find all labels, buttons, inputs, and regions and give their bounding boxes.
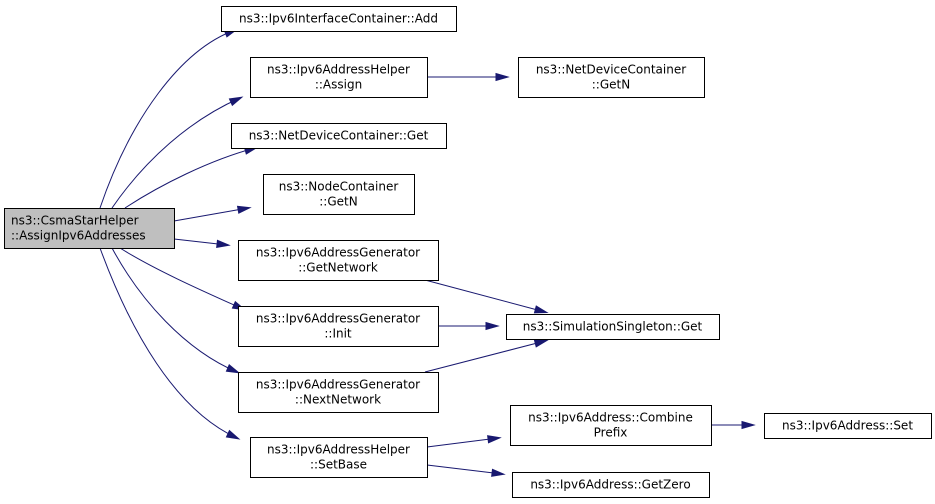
edge-root-to-ag_next: [111, 247, 241, 374]
arrowhead: [216, 239, 231, 248]
node-box: [764, 413, 932, 439]
edge-ah_setbase-to-addr_comb: [426, 435, 502, 448]
node-label-line: ns3::Ipv6AddressGenerator: [256, 312, 420, 326]
arrowhead: [533, 305, 549, 314]
node-label-line: ::SetBase: [310, 458, 367, 472]
node-ah_setbase[interactable]: ns3::Ipv6AddressHelper::SetBase: [250, 437, 428, 478]
node-label-line: ns3::CsmaStarHelper: [11, 214, 139, 228]
node-label-line: ::Assign: [315, 78, 362, 92]
arrowhead: [495, 72, 510, 82]
node-label-line: ns3::NetDeviceContainer: [536, 63, 686, 77]
node-box: [510, 405, 712, 446]
node-label-line: ns3::SimulationSingleton::Get: [523, 320, 703, 334]
edge-line: [426, 437, 499, 448]
node-ndc_get[interactable]: ns3::NetDeviceContainer::Get: [231, 123, 447, 149]
arrowhead: [228, 96, 244, 107]
arrowhead: [225, 429, 241, 440]
node-box: [512, 472, 710, 498]
node-ag_init[interactable]: ns3::Ipv6AddressGenerator::Init: [238, 306, 439, 347]
node-box: [506, 314, 720, 340]
node-ss_get[interactable]: ns3::SimulationSingleton::Get: [506, 314, 720, 340]
node-addr_set[interactable]: ns3::Ipv6Address::Set: [764, 413, 932, 439]
node-ifc_add[interactable]: ns3::Ipv6InterfaceContainer::Add: [221, 6, 457, 32]
node-box: [238, 240, 439, 281]
edge-line: [111, 247, 238, 373]
node-label-line: ns3::Ipv6AddressHelper: [267, 63, 410, 77]
edge-line: [173, 207, 249, 222]
node-root[interactable]: ns3::CsmaStarHelper::AssignIpv6Addresses: [4, 208, 175, 249]
node-label-line: ::GetN: [592, 78, 630, 92]
node-label-line: ns3::Ipv6AddressGenerator: [256, 378, 420, 392]
edge-ah_assign-to-ndc_getn: [427, 72, 510, 82]
edge-line: [99, 247, 238, 439]
edge-line: [426, 464, 503, 475]
node-label-line: ns3::Ipv6AddressGenerator: [256, 246, 420, 260]
arrowhead: [225, 363, 241, 374]
node-box: [221, 6, 457, 32]
arrowhead: [533, 339, 549, 348]
edge-ag_init-to-ss_get: [438, 321, 500, 331]
arrowhead: [236, 205, 252, 214]
edge-ah_setbase-to-addr_zero: [426, 464, 506, 477]
node-box: [263, 174, 415, 215]
edge-line: [111, 97, 241, 209]
edges-layer: [99, 28, 756, 477]
edge-addr_comb-to-addr_set: [711, 420, 756, 430]
node-label-line: ::AssignIpv6Addresses: [11, 229, 146, 243]
edge-line: [424, 279, 546, 313]
edge-root-to-ifc_add: [99, 28, 239, 209]
node-box: [4, 208, 175, 249]
node-box: [250, 57, 428, 98]
edge-root-to-ag_getnet: [173, 238, 231, 248]
node-box: [238, 306, 439, 347]
node-label-line: ns3::NetDeviceContainer::Get: [249, 129, 429, 143]
node-label-line: ::Init: [324, 327, 352, 341]
node-ag_next[interactable]: ns3::Ipv6AddressGenerator::NextNetwork: [238, 372, 439, 413]
node-box: [238, 372, 439, 413]
edge-line: [124, 147, 256, 209]
node-label-line: ::GetN: [319, 195, 357, 209]
node-label-line: ns3::Ipv6AddressHelper: [267, 443, 410, 457]
node-box: [250, 437, 428, 478]
edge-root-to-ah_setbase: [99, 247, 241, 440]
edge-line: [424, 340, 546, 373]
edge-line: [119, 247, 244, 310]
node-ah_assign[interactable]: ns3::Ipv6AddressHelper::Assign: [250, 57, 428, 98]
edge-ag_next-to-ss_get: [424, 339, 549, 373]
nodes-layer: ns3::CsmaStarHelper::AssignIpv6Addresses…: [4, 6, 932, 498]
node-nc_getn[interactable]: ns3::NodeContainer::GetN: [263, 174, 415, 215]
edge-root-to-ag_init: [119, 247, 247, 311]
node-ndc_getn[interactable]: ns3::NetDeviceContainer::GetN: [518, 57, 705, 98]
node-label-line: ns3::Ipv6Address::Combine: [528, 411, 693, 425]
node-label-line: ::GetNetwork: [298, 261, 378, 275]
node-label-line: ns3::Ipv6Address::Set: [782, 419, 913, 433]
node-label-line: ns3::Ipv6InterfaceContainer::Add: [239, 12, 438, 26]
node-label-line: ::NextNetwork: [295, 393, 381, 407]
edge-root-to-nc_getn: [173, 205, 252, 222]
arrowhead: [491, 468, 506, 477]
edge-root-to-ah_assign: [111, 96, 244, 209]
arrowhead: [487, 435, 502, 444]
node-box: [231, 123, 447, 149]
edge-ag_getnet-to-ss_get: [424, 279, 549, 314]
node-addr_zero[interactable]: ns3::Ipv6Address::GetZero: [512, 472, 710, 498]
node-label-line: ns3::Ipv6Address::GetZero: [530, 478, 690, 492]
edge-line: [99, 29, 236, 209]
node-ag_getnet[interactable]: ns3::Ipv6AddressGenerator::GetNetwork: [238, 240, 439, 281]
node-label-line: Prefix: [594, 426, 628, 440]
arrowhead: [485, 321, 500, 331]
node-label-line: ns3::NodeContainer: [279, 180, 399, 194]
arrowhead: [741, 420, 756, 430]
edge-root-to-ndc_get: [124, 146, 259, 209]
node-box: [518, 57, 705, 98]
